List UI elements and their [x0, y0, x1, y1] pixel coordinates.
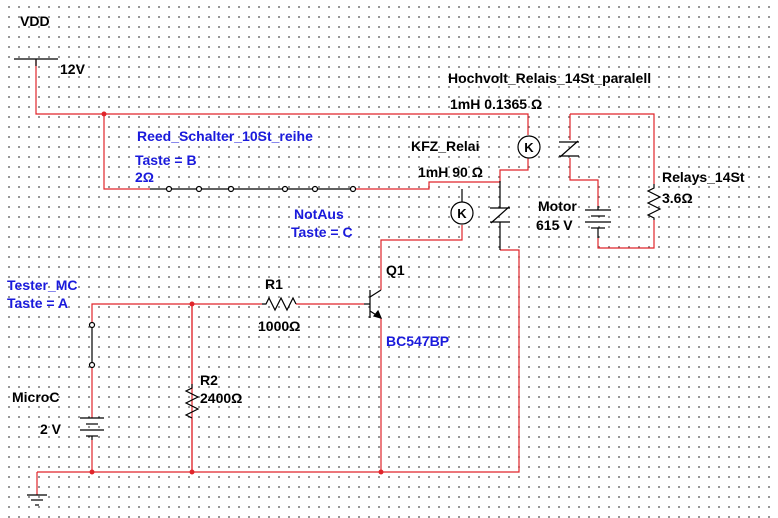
notaus-switch-symbol[interactable] — [281, 185, 357, 193]
hv-relay-value-label: 1mH 0.1365 Ω — [450, 96, 543, 112]
q1-name-label: Q1 — [386, 262, 405, 278]
hv-relay-name-label: Hochvolt_Relais_14St_paralell — [448, 70, 652, 86]
notaus-name-label: NotAus — [294, 206, 344, 222]
r2-resistor-symbol[interactable] — [184, 384, 200, 419]
motor-battery-symbol[interactable] — [585, 206, 611, 238]
notaus-key-label: Taste = C — [291, 224, 353, 240]
vdd-label: VDD — [20, 13, 50, 29]
relays-load-value-label: 3.6Ω — [662, 190, 693, 206]
kfz-relay-coil[interactable] — [450, 189, 474, 225]
tester-switch-symbol[interactable] — [88, 321, 96, 369]
r1-resistor-symbol[interactable] — [262, 296, 297, 312]
q1-transistor-symbol[interactable] — [364, 289, 383, 319]
r1-name-label: R1 — [265, 276, 283, 292]
hv-relay-coil[interactable] — [517, 135, 541, 159]
kfz-relay-contact[interactable] — [490, 181, 510, 250]
r2-name-label: R2 — [200, 372, 218, 388]
reed-switch-key-label: Taste = B — [135, 152, 197, 168]
relays-resistor-symbol[interactable] — [646, 184, 662, 220]
r1-value-label: 1000Ω — [258, 318, 301, 334]
relays-load-name-label: Relays_14St — [662, 169, 745, 185]
tester-name-label: Tester_MC — [7, 277, 78, 293]
tester-key-label: Taste = A — [7, 295, 69, 311]
kfz-relay-coil-glyph: K — [457, 206, 467, 221]
reed-switch-name-label: Reed_Schalter_10St_reihe — [137, 128, 313, 144]
vdd-voltage-label: 12V — [60, 61, 85, 77]
hv-relay-coil-glyph: K — [524, 140, 534, 155]
microc-voltage-label: 2 V — [40, 421, 62, 437]
motor-name-label: Motor — [538, 198, 577, 214]
reed-switch-symbol[interactable] — [150, 185, 282, 193]
microc-battery-symbol[interactable] — [80, 417, 104, 440]
hv-relay-contact[interactable] — [559, 140, 579, 158]
kfz-relay-value-label: 1mH 90 Ω — [418, 164, 483, 180]
reed-switch-value-label: 2Ω — [135, 169, 155, 185]
wires — [35, 60, 655, 495]
motor-voltage-label: 615 V — [536, 217, 573, 233]
r2-value-label: 2400Ω — [200, 390, 243, 406]
kfz-relay-name-label: KFZ_Relai — [411, 138, 480, 154]
q1-part-label: BC547BP — [386, 333, 450, 349]
junction-dots — [89, 111, 384, 475]
vdd-source-symbol[interactable] — [14, 58, 58, 66]
microc-name-label: MicroC — [12, 389, 60, 405]
ground-symbol[interactable] — [27, 494, 47, 506]
